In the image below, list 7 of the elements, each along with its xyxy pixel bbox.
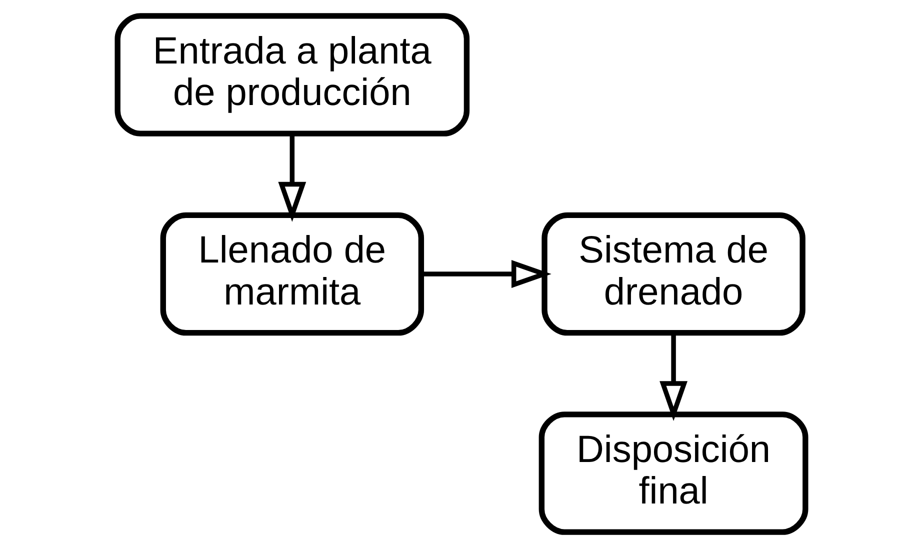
arrow (660, 332, 688, 422)
arrow (422, 260, 552, 288)
arrow (278, 134, 306, 222)
node-box: Llenado de marmita (160, 212, 424, 336)
node-box: Entrada a planta de producción (114, 13, 470, 136)
node-box: Disposición final (538, 412, 808, 535)
node-box: Sistema de drenado (542, 212, 806, 336)
